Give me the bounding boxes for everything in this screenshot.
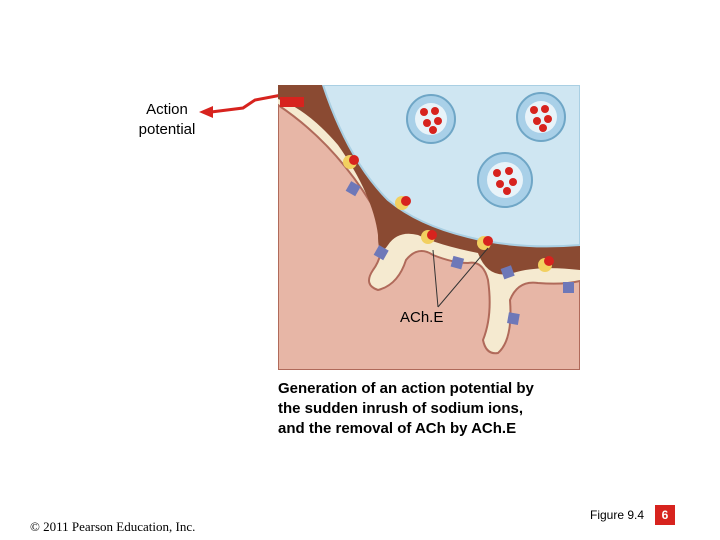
figure-number: Figure 9.4 xyxy=(590,508,645,522)
ach-receptor xyxy=(507,312,520,325)
ach-molecule xyxy=(343,155,359,169)
ach-molecule xyxy=(421,230,437,244)
ache-pointer-line xyxy=(437,247,489,308)
action-potential-arrow xyxy=(199,92,288,118)
ach-receptor xyxy=(563,282,574,293)
depolarized-membrane xyxy=(280,97,304,107)
ach-molecule xyxy=(395,196,411,210)
ache-pointer-line xyxy=(432,249,439,308)
figure-caption: Generation of an action potential by the… xyxy=(278,380,534,437)
ach-receptor xyxy=(500,265,515,280)
ach-receptor xyxy=(450,255,465,270)
synaptic-vesicle xyxy=(406,94,456,144)
synaptic-vesicle xyxy=(516,92,566,142)
ach-molecule xyxy=(477,236,493,250)
action-potential-label: Action potential xyxy=(138,101,196,138)
neuromuscular-junction-diagram xyxy=(278,85,580,370)
ache-label: ACh.E xyxy=(400,309,444,326)
ach-molecule xyxy=(538,256,554,272)
synaptic-vesicle xyxy=(477,152,533,208)
axon-terminal xyxy=(321,85,580,248)
slide-number-badge: 6 xyxy=(655,505,675,525)
ach-receptor xyxy=(373,245,389,261)
ach-receptor xyxy=(345,181,361,197)
copyright-text: © 2011 Pearson Education, Inc. xyxy=(30,519,196,534)
